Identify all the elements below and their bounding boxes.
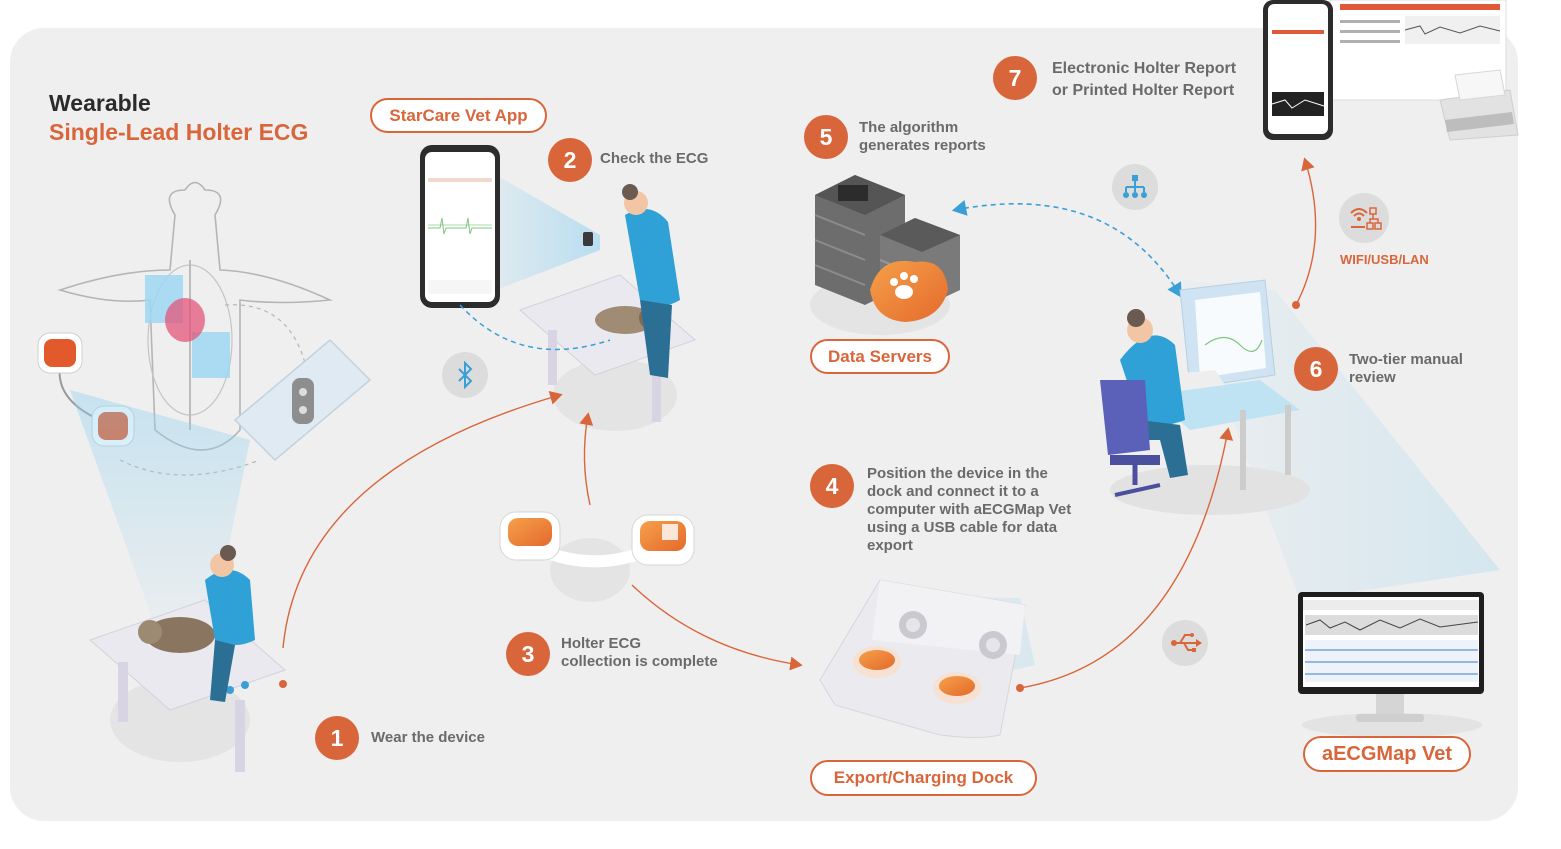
diagram-title: Wearable: [49, 90, 151, 116]
zoom-beam: [70, 390, 250, 640]
flow-arrow-6-7: [1295, 157, 1317, 306]
wifi-usb-lan-icon: [1339, 193, 1389, 243]
step-4-label: Position the device in the dock and conn…: [867, 465, 1072, 554]
step-4-badge: 4: [810, 464, 854, 508]
step-6-badge: 6: [1294, 347, 1338, 391]
vet-wearing-device-illustration: [89, 545, 286, 772]
app-label-pill: StarCare Vet App: [370, 98, 547, 133]
network-tree-icon: [1112, 164, 1158, 210]
holter-report-illustration: [1263, 0, 1507, 140]
bluetooth-icon: [442, 352, 488, 398]
vet-checking-ecg-illustration: [519, 184, 696, 431]
step-7-badge: 7: [993, 56, 1037, 100]
holter-patch-device-illustration: [499, 511, 695, 602]
phone-app-illustration: [420, 145, 600, 308]
step-2-badge: 2: [548, 138, 592, 182]
step-1-badge: 1: [315, 716, 359, 760]
step-5-badge: 5: [804, 115, 848, 159]
data-servers-pill: Data Servers: [810, 339, 950, 374]
aecgmap-monitor-illustration: [1298, 592, 1484, 737]
step-5-label: The algorithm generates reports: [859, 119, 986, 154]
step-2-label: Check the ECG: [600, 150, 709, 167]
network-connection-label: WIFI/USB/LAN: [1340, 252, 1429, 267]
usb-icon: [1162, 620, 1208, 666]
flow-arrow-4-6: [1019, 427, 1234, 689]
flow-arrow-1-2: [282, 390, 563, 649]
step-3-label: Holter ECG collection is complete: [561, 635, 718, 670]
diagram-subtitle: Single-Lead Holter ECG: [49, 119, 309, 145]
step-1-label: Wear the device: [371, 729, 485, 746]
dock-pill: Export/Charging Dock: [810, 760, 1037, 796]
flow-arrow-3-2: [579, 412, 594, 506]
reviewer-at-computer-illustration: [1100, 279, 1500, 600]
software-pill: aECGMap Vet: [1303, 736, 1471, 772]
step-7-label: Electronic Holter Report or Printed Holt…: [1052, 60, 1237, 99]
charging-dock-illustration: [819, 579, 1035, 738]
server-computer-link: [951, 200, 1182, 298]
flow-arrow-3-4: [631, 584, 803, 671]
step-3-badge: 3: [506, 632, 550, 676]
paw-icon: [890, 272, 918, 299]
data-servers-illustration: [810, 175, 960, 335]
step-6-label: Two-tier manual review: [1349, 351, 1463, 386]
bluetooth-link: [459, 304, 611, 351]
printer-icon: [1439, 69, 1519, 141]
